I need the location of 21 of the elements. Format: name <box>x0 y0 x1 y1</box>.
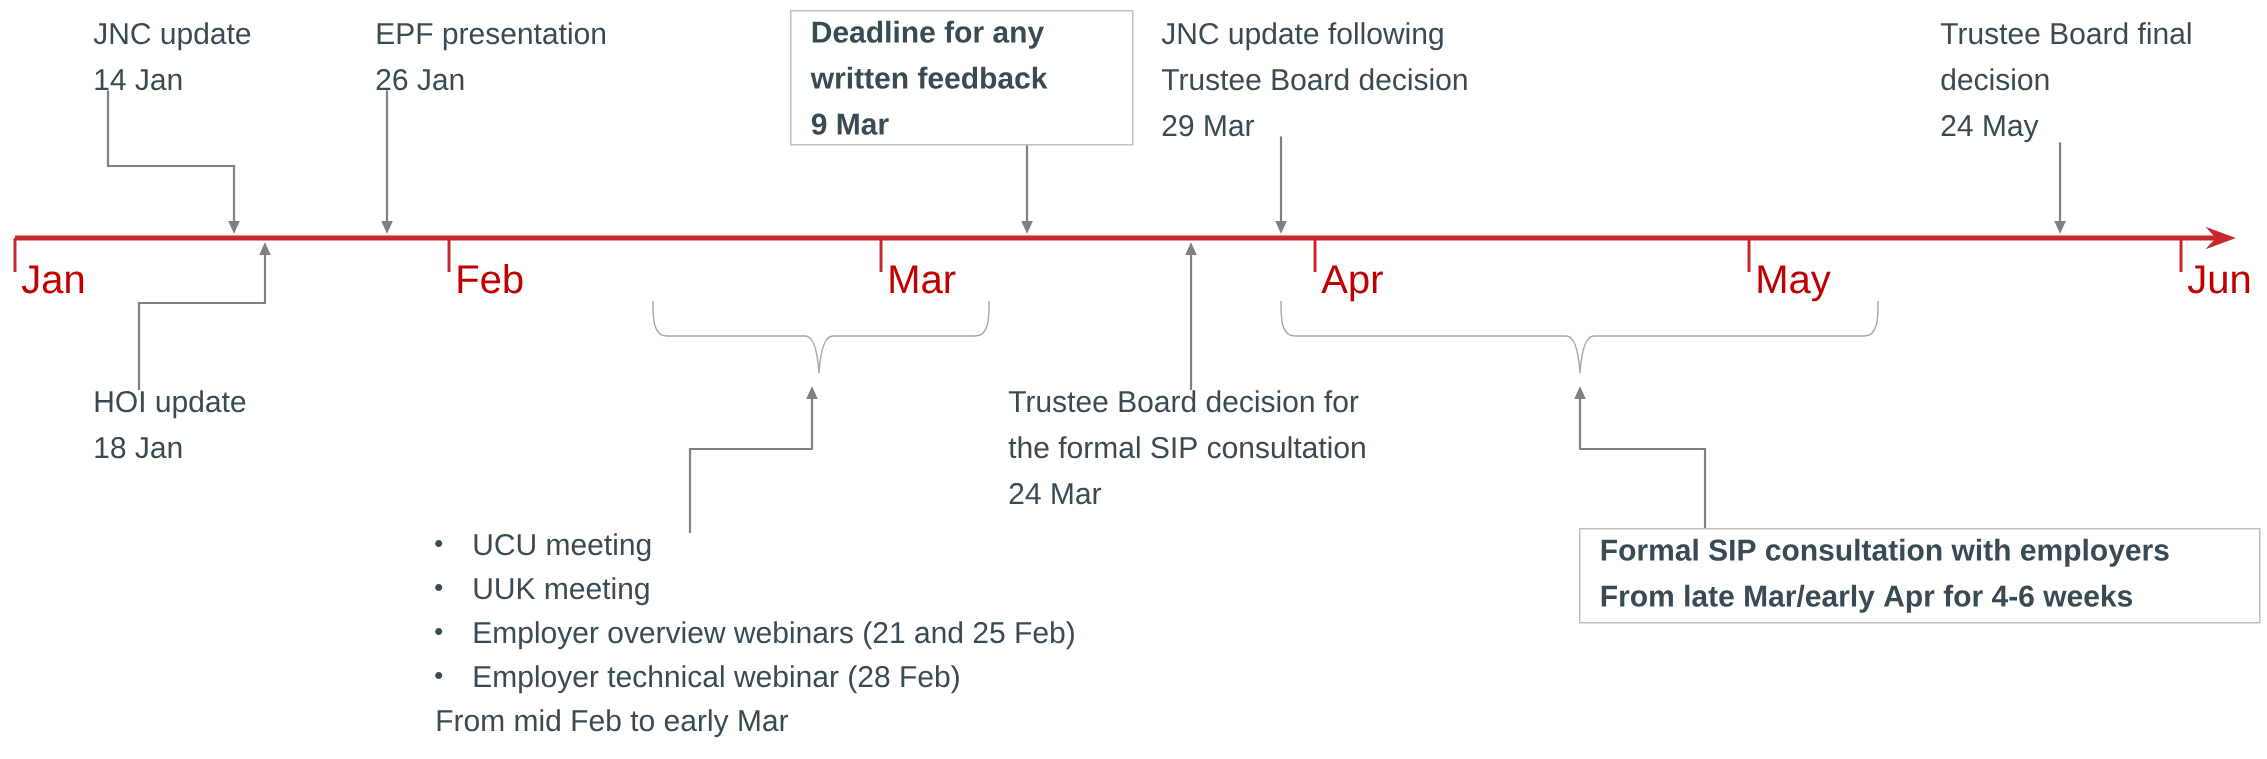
event-label: JNC update following Trustee Board decision 29 Mar <box>1161 22 1467 137</box>
curly-brace <box>652 300 990 374</box>
event-label: HOI update 18 Jan <box>95 390 246 459</box>
month-label: Jun <box>2187 265 2250 294</box>
bullet-list: UCU meeting UUK meeting Employer overview webinars (21 and 25 Feb) Employer technical webinar (28 Feb) From mid Feb to early Mar <box>435 533 1074 738</box>
curly-brace <box>1280 300 1879 374</box>
node-label: Employer overview webinars (21 and 25 Feb) <box>474 621 1074 650</box>
node-label: UCU meeting <box>474 533 651 562</box>
note-box: Formal SIP consultation with employers From late Mar/early Apr for 4-6 weeks <box>1579 528 2261 624</box>
node-label: UUK meeting <box>474 577 649 606</box>
month-label: Jan <box>21 265 84 294</box>
month-label: Feb <box>458 264 523 294</box>
event-label: Trustee Board decision for the formal SIP consultation 24 Mar <box>1008 390 1365 505</box>
node-label: From mid Feb to early Mar <box>437 709 789 738</box>
event-label: Trustee Board final decision 24 May <box>1940 22 2191 143</box>
month-label: May <box>1758 265 1831 302</box>
note-box: Deadline for any written feedback 9 Mar <box>790 10 1134 146</box>
month-label: Apr <box>1321 265 1383 302</box>
event-label: JNC update 14 Jan <box>93 22 251 91</box>
event-label: EPF presentation 26 Jan <box>376 22 605 91</box>
node-label: Employer technical webinar (28 Feb) <box>474 665 959 694</box>
